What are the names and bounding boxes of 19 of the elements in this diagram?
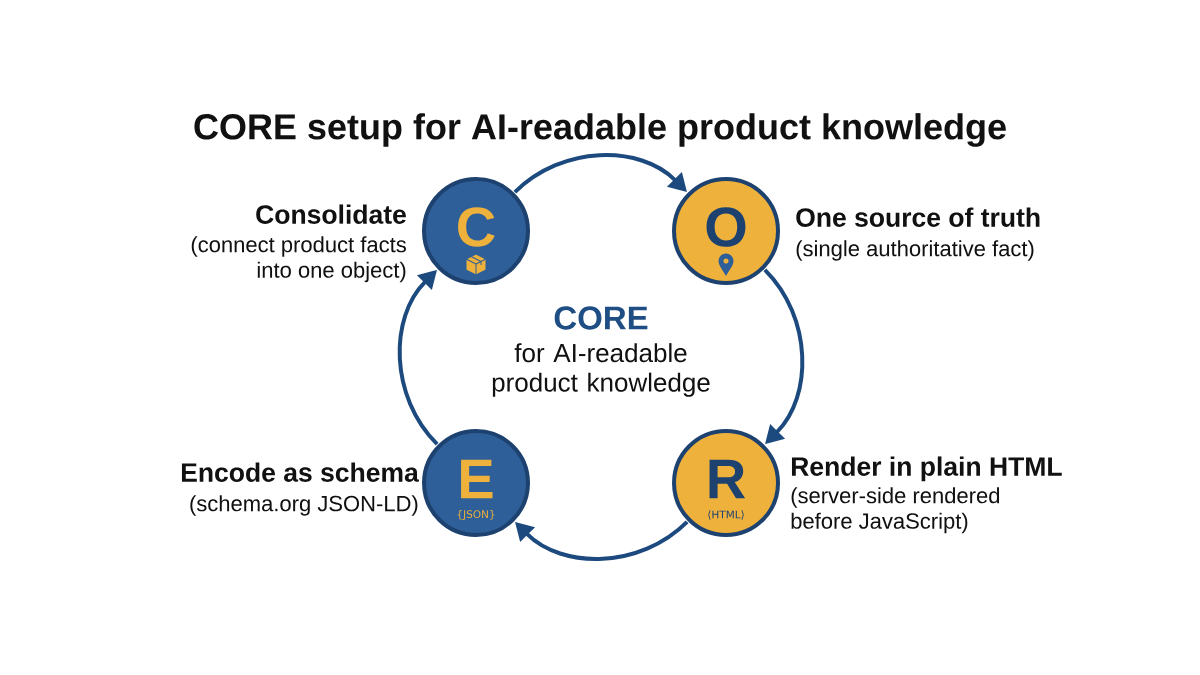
circle-node: R ⟨HTML⟩ [672, 429, 780, 537]
step-heading: Render in plain HTML [792, 456, 1062, 482]
step-heading: Consolidate [256, 204, 406, 224]
arrow [763, 268, 805, 444]
title: CORE setup for AI-readable product knowledge [194, 113, 1006, 147]
center-text: for AI-readable product knowledge [492, 343, 710, 397]
arrow [515, 520, 689, 561]
circle-node: C [422, 177, 530, 285]
step-description: (single authoritative fact) [796, 240, 1034, 261]
step-heading: Encode as schema [181, 462, 419, 482]
step-description: (server-side rendered before JavaScript) [791, 487, 1000, 534]
center-heading: CORE [554, 306, 648, 330]
step-description: (schema.org JSON-LD) [190, 495, 418, 516]
circle-node: E {JSON} [422, 429, 530, 537]
step-description: (connect product facts into one object) [191, 236, 406, 283]
arrow [397, 270, 439, 446]
step-heading: One source of truth [796, 207, 1040, 227]
arrow [513, 153, 687, 194]
circle-node: O [672, 177, 780, 285]
